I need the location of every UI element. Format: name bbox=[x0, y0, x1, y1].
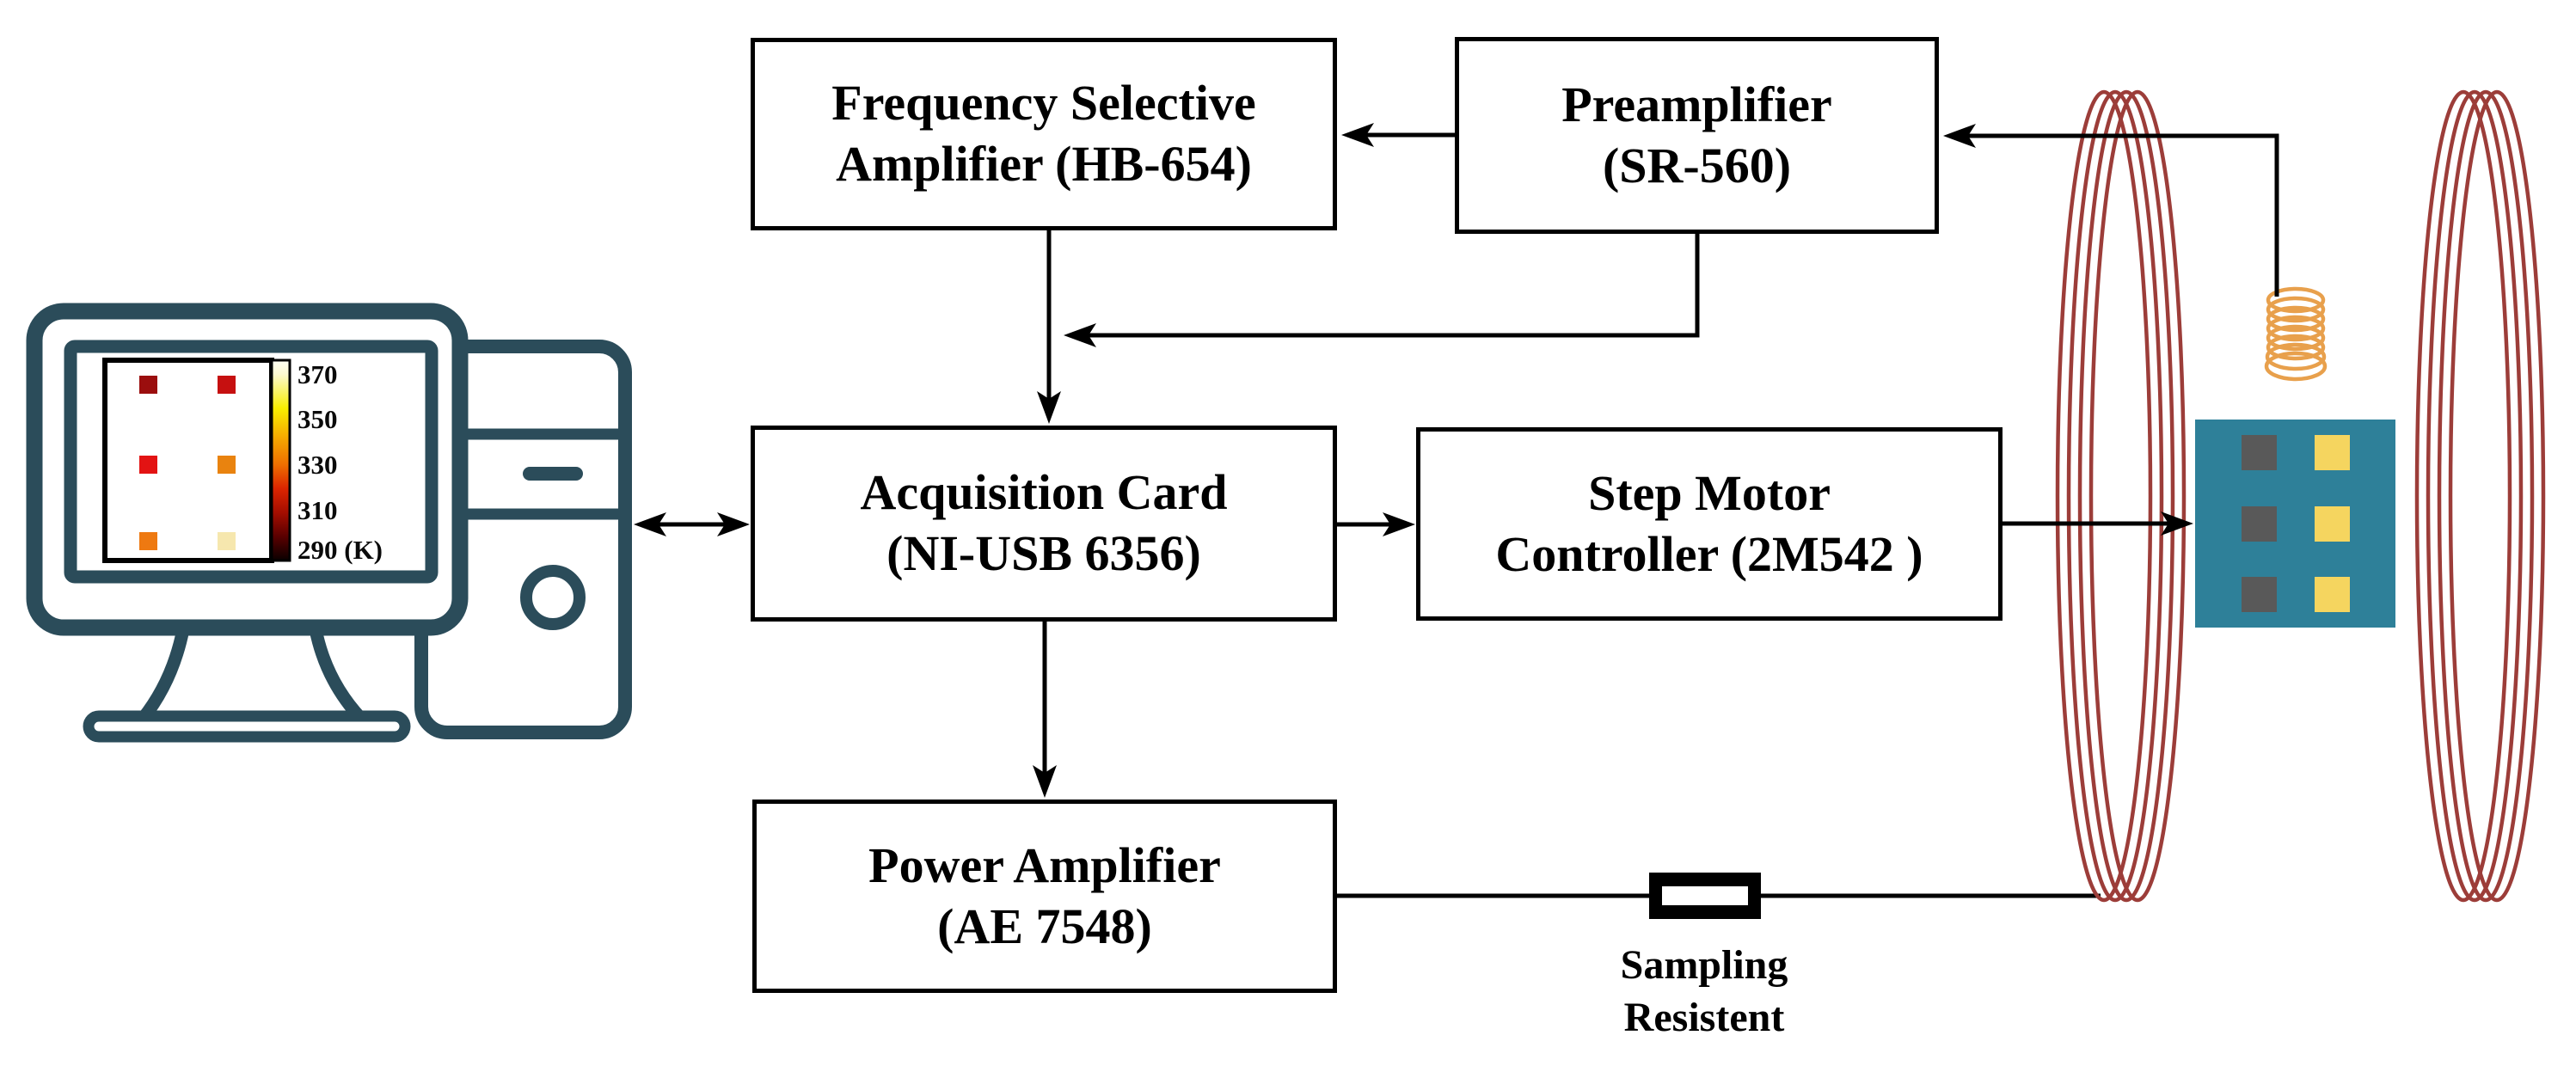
colorbar-icon bbox=[270, 358, 291, 562]
arrowhead-left-icon bbox=[1943, 124, 1976, 148]
arrowhead-right-icon bbox=[2161, 512, 2193, 536]
computer-icon: 370 350 330 310 290 (K) bbox=[26, 303, 632, 743]
arrowhead-left-icon bbox=[634, 512, 666, 536]
box-label-line: (AE 7548) bbox=[937, 898, 1152, 954]
heatmap-cell bbox=[218, 532, 236, 550]
box-preamplifier: Preamplifier (SR-560) bbox=[1455, 37, 1939, 234]
box-label-line: Power Amplifier bbox=[868, 836, 1221, 893]
arrowhead-right-icon bbox=[1383, 512, 1415, 536]
arrowhead-down-icon bbox=[1033, 765, 1057, 798]
arrowhead-down-icon bbox=[1037, 391, 1061, 424]
sampling-resistor-label: Sampling Resistent bbox=[1592, 939, 1816, 1045]
heatmap-frame bbox=[102, 358, 274, 563]
colorbar-tick: 370 bbox=[297, 359, 338, 389]
box-label-line: Acquisition Card bbox=[860, 464, 1228, 521]
heatmap-cell bbox=[139, 532, 157, 550]
sampling-resistor-label-line: Sampling bbox=[1620, 942, 1788, 988]
box-label-line: Frequency Selective bbox=[831, 75, 1256, 132]
box-label-line: (SR-560) bbox=[1602, 137, 1792, 193]
box-label-line: Amplifier (HB-654) bbox=[836, 136, 1252, 192]
box-label-line: (NI-USB 6356) bbox=[886, 525, 1201, 581]
box-acquisition-card: Acquisition Card (NI-USB 6356) bbox=[751, 426, 1337, 622]
colorbar-tick: 330 bbox=[297, 450, 338, 480]
box-step-motor-controller: Step Motor Controller (2M542 ) bbox=[1416, 427, 2003, 621]
wire-preamp-to-junction bbox=[1074, 234, 1700, 338]
sample-chip-icon bbox=[2195, 420, 2395, 628]
pickup-coil-icon bbox=[2264, 286, 2328, 382]
colorbar-tick: 290 (K) bbox=[297, 535, 383, 565]
heatmap-cell bbox=[139, 456, 157, 474]
sampling-resistor-label-line: Resistent bbox=[1623, 995, 1785, 1041]
colorbar-tick: 350 bbox=[297, 404, 338, 434]
resistor-icon bbox=[1649, 873, 1761, 919]
monitor-stand-icon bbox=[83, 628, 411, 743]
arrowhead-left-icon bbox=[1341, 123, 1374, 147]
box-frequency-selective-amplifier: Frequency Selective Amplifier (HB-654) bbox=[751, 38, 1337, 230]
arrowhead-right-icon bbox=[717, 512, 750, 536]
box-label-line: Step Motor bbox=[1588, 464, 1831, 521]
tower-slot-icon bbox=[523, 467, 583, 481]
heatmap-cell bbox=[218, 376, 236, 394]
wires bbox=[634, 123, 2279, 798]
box-label-line: Preamplifier bbox=[1561, 76, 1832, 132]
left-coil-icon bbox=[2055, 89, 2187, 903]
heatmap-cell bbox=[139, 376, 157, 394]
colorbar-tick: 310 bbox=[297, 495, 338, 525]
right-coil-icon bbox=[2414, 89, 2546, 903]
box-label-line: Controller (2M542 ) bbox=[1495, 525, 1923, 582]
tower-power-button-icon bbox=[520, 565, 586, 630]
wire-pickupcoil-to-preamp bbox=[1953, 133, 2279, 297]
box-power-amplifier: Power Amplifier (AE 7548) bbox=[752, 800, 1337, 993]
heatmap-cell bbox=[218, 456, 236, 474]
arrowhead-left-icon bbox=[1064, 323, 1096, 347]
screen-heatmap: 370 350 330 310 290 (K) bbox=[102, 358, 383, 565]
